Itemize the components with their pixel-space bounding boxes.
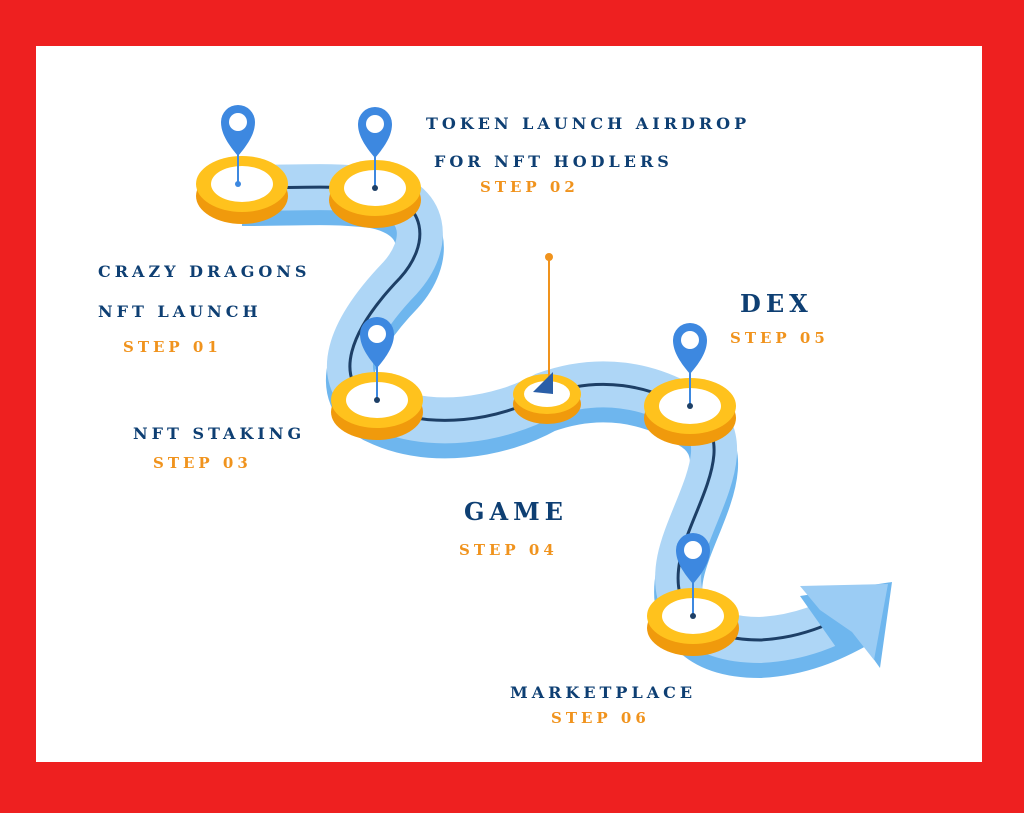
arrow-right-icon	[800, 582, 892, 668]
step-01-title-line-1: CRAZY DRAGONS	[98, 262, 311, 281]
step-04-label: STEP 04	[459, 541, 558, 559]
step-04-title: GAME	[464, 497, 568, 526]
step-01-title-line-2: NFT LAUNCH	[98, 302, 262, 321]
step-03-label: STEP 03	[153, 454, 252, 472]
step-02-title-line-2: FOR NFT HODLERS	[434, 152, 673, 171]
flag-icon	[533, 253, 553, 394]
map-pin-icon	[673, 323, 707, 409]
step-05-title: DEX	[740, 289, 813, 318]
map-pin-icon	[676, 533, 710, 619]
step-03-title: NFT STAKING	[133, 424, 306, 443]
step-ring-01	[196, 156, 288, 224]
step-01-label: STEP 01	[123, 338, 222, 356]
step-05-label: STEP 05	[730, 329, 829, 347]
step-02-label: STEP 02	[480, 178, 579, 196]
road-side	[241, 177, 872, 679]
step-ring-06	[647, 588, 739, 656]
map-pin-icon	[358, 107, 392, 191]
map-pin-icon	[221, 105, 255, 187]
step-ring-04	[513, 374, 581, 424]
map-pin-icon	[360, 317, 394, 403]
step-06-title: MARKETPLACE	[510, 683, 697, 702]
step-02-title-line-1: TOKEN LAUNCH AIRDROP	[426, 114, 751, 133]
step-06-label: STEP 06	[551, 709, 650, 727]
